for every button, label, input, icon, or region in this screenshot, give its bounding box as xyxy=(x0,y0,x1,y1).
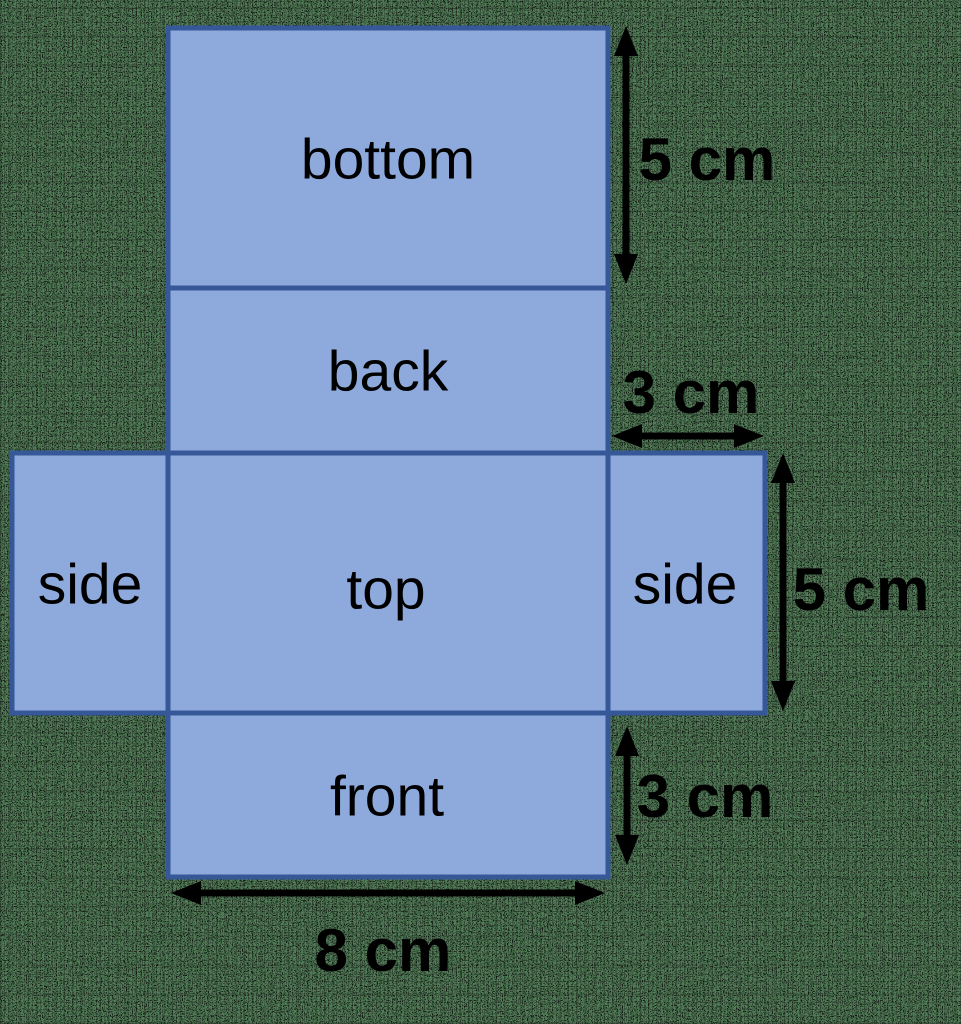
dimension-arrow-back-height xyxy=(612,424,764,448)
dimension-arrow-side-depth xyxy=(771,453,795,711)
face-label-back: back xyxy=(327,339,449,404)
face-label-front: front xyxy=(329,764,445,829)
face-side-right xyxy=(605,450,768,716)
dimension-arrow-bottom-depth xyxy=(614,26,638,284)
face-label-side-left: side xyxy=(37,552,143,617)
face-front xyxy=(165,710,611,880)
face-bottom xyxy=(165,25,611,291)
net-faces xyxy=(9,25,768,880)
face-label-side-right: side xyxy=(632,552,738,617)
face-label-top: top xyxy=(346,557,426,622)
face-side-left xyxy=(9,450,171,716)
dimension-arrows xyxy=(171,26,795,905)
dimension-label-width: 8 cm xyxy=(314,917,452,984)
dimension-label-bottom-depth: 5 cm xyxy=(638,126,776,193)
face-label-bottom: bottom xyxy=(300,127,476,192)
dimension-arrow-width xyxy=(171,881,605,905)
dimension-label-front-height: 3 cm xyxy=(636,763,774,830)
dimension-arrow-front-height xyxy=(615,726,639,865)
dimension-label-side-depth: 5 cm xyxy=(792,556,930,623)
face-back xyxy=(165,285,611,456)
dimension-label-back-height: 3 cm xyxy=(622,359,760,426)
